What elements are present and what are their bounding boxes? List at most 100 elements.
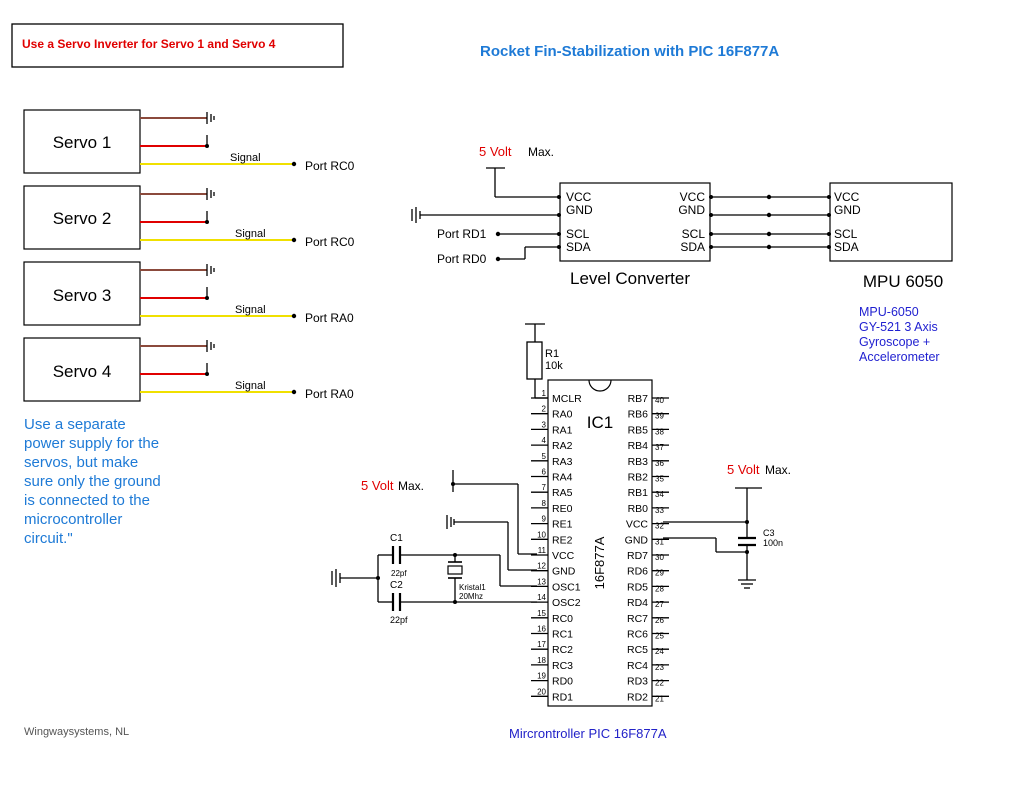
ic-pin-number: 17	[537, 640, 546, 649]
pin-label: SDA	[834, 240, 859, 254]
footer-credit: Wingwaysystems, NL	[24, 726, 129, 738]
ic-pin-name: RC0	[552, 613, 573, 625]
ground-symbol	[738, 579, 756, 589]
ground-symbol	[206, 112, 215, 124]
resistor-r1: R1 10k	[525, 323, 563, 399]
pin-label: SDA	[680, 240, 705, 254]
ic-pin-name: RD2	[627, 691, 648, 703]
ic-pin-number: 35	[655, 475, 664, 484]
pin-label: VCC	[680, 190, 706, 204]
ic-pin-name: RA0	[552, 409, 573, 421]
ic-pin-name: MCLR	[552, 393, 582, 405]
ic-pin-number: 31	[655, 537, 664, 546]
warning-text: Use a Servo Inverter for Servo 1 and Ser…	[22, 37, 276, 51]
pin-label: SCL	[682, 227, 706, 241]
servo-box	[23, 337, 141, 402]
port-label: Port RC0	[305, 159, 355, 173]
ic-pin-name: RC2	[552, 644, 573, 656]
c1-value: 22pf	[391, 569, 407, 578]
pin-label: GND	[566, 203, 593, 217]
lc-max-label: Max.	[528, 145, 554, 159]
ground-symbol	[206, 340, 215, 352]
ic-pin-number: 20	[537, 687, 546, 696]
ic-part: 16F877A	[592, 536, 607, 589]
ic-pin-number: 27	[655, 600, 664, 609]
c2-name: C2	[390, 580, 403, 591]
ic-pin-name: RC3	[552, 660, 573, 672]
mpu-desc-line: MPU-6050	[859, 305, 919, 319]
c1-name: C1	[390, 533, 403, 544]
ic-pin-number: 16	[537, 625, 546, 634]
signal-label: Signal	[235, 228, 266, 240]
ground-symbol	[206, 188, 215, 200]
mpu-box	[829, 182, 953, 262]
lc-label: Level Converter	[570, 269, 690, 288]
ic-pin-number: 37	[655, 443, 664, 452]
note-line: power supply for the	[24, 435, 159, 452]
servo-label: Servo 3	[53, 286, 112, 305]
ic-pin-number: 10	[537, 530, 546, 539]
ic-pin-name: RC4	[627, 660, 648, 672]
mpu-desc-line: Accelerometer	[859, 350, 940, 364]
ic-pin-name: RB2	[628, 472, 649, 484]
port-node	[291, 389, 297, 395]
signal-label: Signal	[230, 152, 261, 164]
ic-pin-number: 12	[537, 562, 546, 571]
ic-pin-name: RA5	[552, 487, 573, 499]
ic-pin-name: RC1	[552, 629, 573, 641]
ic-left-supply: 5 Volt Max.	[361, 470, 537, 571]
ic-pin-number: 40	[655, 396, 664, 405]
ic-pin-name: RD4	[627, 597, 648, 609]
ic-pin-name: RA2	[552, 440, 573, 452]
c3-value: 100n	[763, 538, 783, 548]
ic-pin-name: RD3	[627, 676, 648, 688]
c3-name: C3	[763, 528, 775, 538]
r1-value: 10k	[545, 360, 563, 372]
ic-pin-number: 11	[538, 546, 547, 555]
ic-pin-number: 4	[542, 436, 547, 445]
ic-pin-name: RD6	[627, 566, 648, 578]
max-label: Max.	[398, 479, 424, 493]
i2c-bus	[710, 196, 830, 248]
servo-box	[23, 261, 141, 326]
ic-pin-number: 3	[542, 420, 547, 429]
oscillator-circuit: C1 22pf C2 22pf Kristal1 20Mhz	[331, 533, 537, 625]
ic-pin-name: RA4	[552, 472, 573, 484]
servo-box	[23, 109, 141, 174]
ic-pin-number: 22	[655, 679, 664, 688]
note-line: sure only the ground	[24, 473, 161, 490]
pin-label: GND	[834, 203, 861, 217]
ic-pin-name: RB1	[628, 487, 649, 499]
crystal-name: Kristal1	[459, 583, 486, 592]
ic-pin-name: VCC	[552, 550, 575, 562]
ground-symbol	[331, 569, 341, 587]
servo-3: Servo 3 Signal Port RA0	[23, 261, 354, 326]
ic-pin-number: 2	[542, 405, 547, 414]
ic-pin-number: 34	[655, 490, 664, 499]
port-label: Port RA0	[305, 311, 354, 325]
servo-label: Servo 1	[53, 133, 112, 152]
pin-label: SDA	[566, 240, 591, 254]
footer-caption: Mircrontroller PIC 16F877A	[509, 726, 667, 741]
ic-pin-number: 36	[655, 459, 664, 468]
ic-pin-number: 9	[542, 515, 547, 524]
mpu-6050: VCC GND SCL SDA MPU 6050 MPU-6050 GY-521…	[829, 182, 953, 364]
ic-pin-name: GND	[552, 566, 576, 578]
ic-pin-name: RB3	[628, 456, 649, 468]
lc-box	[559, 182, 711, 262]
servo-1: Servo 1 Signal Port RC0	[23, 109, 355, 174]
port-node	[291, 237, 297, 243]
note-line: servos, but make	[24, 454, 138, 471]
port-label: Port RA0	[305, 387, 354, 401]
volt-label: 5 Volt	[361, 478, 394, 493]
port-node	[291, 313, 297, 319]
page-title: Rocket Fin-Stabilization with PIC 16F877…	[480, 43, 779, 60]
ic-pin-name: GND	[625, 534, 649, 546]
note-line: microcontroller	[24, 511, 122, 528]
ground-symbol	[206, 264, 215, 276]
ic-pin-number: 13	[537, 577, 546, 586]
r1-name: R1	[545, 348, 559, 360]
ic-pin-number: 26	[655, 616, 664, 625]
ic-pin-number: 19	[537, 672, 546, 681]
